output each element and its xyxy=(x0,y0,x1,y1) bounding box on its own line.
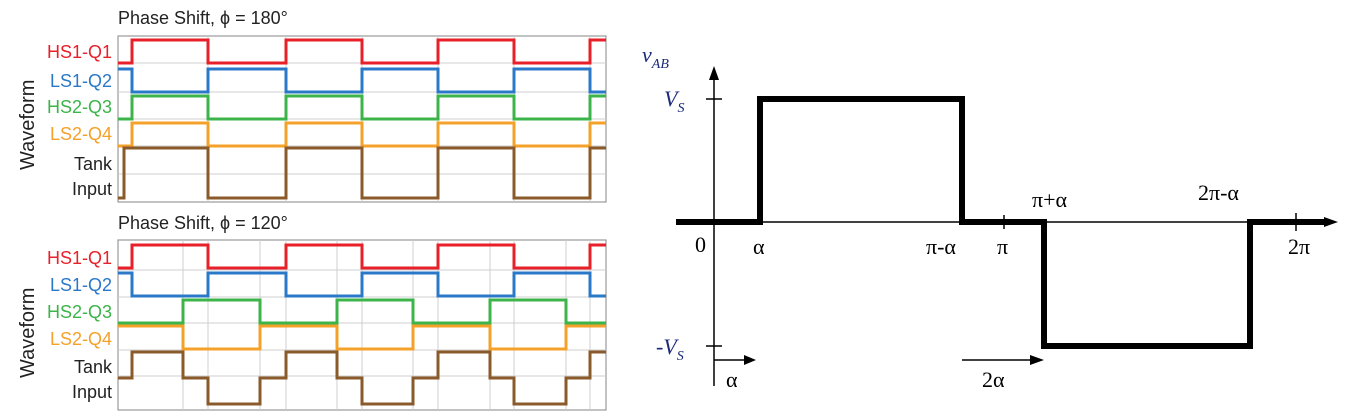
xlabel-2pi: 2π xyxy=(1288,234,1310,259)
bottom-label-hs1-q1: HS1-Q1 xyxy=(47,248,112,268)
bottom-label-tank: Tank xyxy=(74,357,113,377)
y-axis-arrowhead xyxy=(709,66,719,80)
alpha-arrowhead xyxy=(744,355,756,365)
xlabel-pi: π xyxy=(997,234,1008,259)
ytick-label-neg-vs: -VS xyxy=(656,334,684,364)
bottom-panel-title: Phase Shift, ϕ = 120° xyxy=(118,213,288,233)
top-label-tank: Tank xyxy=(74,154,113,174)
xlabel-alpha: α xyxy=(753,234,765,259)
bottom-label-ls1-q2: LS1-Q2 xyxy=(50,275,112,295)
top-panel-title: Phase Shift, ϕ = 180° xyxy=(118,8,288,28)
top-trace-hs2-q3 xyxy=(118,94,606,121)
xlabel-2pi-minus-alpha: 2π-α xyxy=(1198,180,1239,205)
ytick-label-vs: VS xyxy=(664,86,684,116)
top-waveform-axis-label: Waveform xyxy=(17,80,39,170)
x-axis-arrowhead xyxy=(1324,217,1338,227)
top-label-hs2-q3: HS2-Q3 xyxy=(47,97,112,117)
two-alpha-arrowhead xyxy=(1030,355,1044,365)
xlabel-pi-plus-alpha: π+α xyxy=(1032,187,1068,212)
vab-waveform xyxy=(676,96,1324,349)
top-waveform-panel: Phase Shift, ϕ = 180° HS1-Q1 LS1-Q2 HS2-… xyxy=(17,8,607,203)
bottom-label-input: Input xyxy=(72,382,112,402)
top-label-input: Input xyxy=(72,179,112,199)
bottom-waveform-panel: Phase Shift, ϕ = 120° HS1-Q1 LS1-Q2 HS2-… xyxy=(17,213,607,411)
top-label-ls1-q2: LS1-Q2 xyxy=(50,71,112,91)
xlabel-pi-minus-alpha: π-α xyxy=(926,234,956,259)
top-trace-tank-input xyxy=(118,146,606,200)
two-alpha-arrow-label: 2α xyxy=(982,367,1005,392)
bottom-label-hs2-q3: HS2-Q3 xyxy=(47,302,112,322)
top-label-ls2-q4: LS2-Q4 xyxy=(50,124,112,144)
bottom-trace-tank-input xyxy=(118,350,606,406)
bottom-trace-hs2-q3 xyxy=(118,298,606,325)
top-trace-hs1-q1 xyxy=(118,38,606,65)
bottom-waveform-axis-label: Waveform xyxy=(17,288,39,378)
bottom-trace-ls2-q4 xyxy=(118,324,606,351)
bottom-trace-hs1-q1 xyxy=(118,243,606,270)
xlabel-origin: 0 xyxy=(695,232,706,257)
vab-diagram: vAB VS -VS 0 α π-α π π+α 2π-α 2π α 2α xyxy=(642,42,1338,392)
bottom-label-ls2-q4: LS2-Q4 xyxy=(50,329,112,349)
top-trace-ls1-q2 xyxy=(118,67,606,94)
top-label-hs1-q1: HS1-Q1 xyxy=(47,42,112,62)
top-trace-ls2-q4 xyxy=(118,121,606,148)
bottom-trace-ls1-q2 xyxy=(118,271,606,298)
y-axis-label: vAB xyxy=(642,42,669,72)
alpha-arrow-label: α xyxy=(726,367,738,392)
